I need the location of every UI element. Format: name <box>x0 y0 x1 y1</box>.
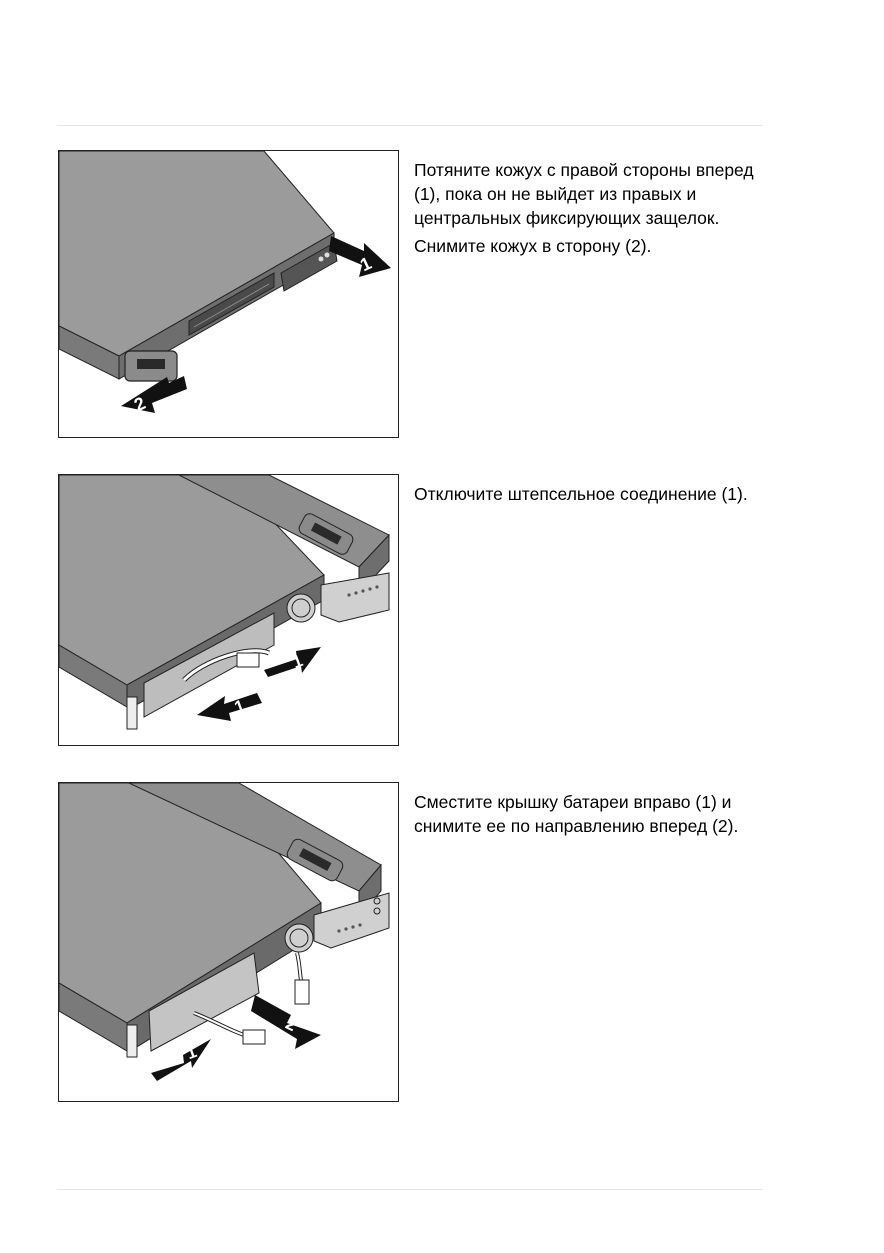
instruction-paragraph: Потяните кожух с правой стороны вперед (… <box>414 160 754 228</box>
step-2-instructions: Отключите штепсельное соединение (1). <box>414 482 774 506</box>
ups-connector-illustration <box>59 475 390 730</box>
ups-cover-illustration <box>59 151 391 413</box>
arrow-right <box>264 647 321 677</box>
arrow-right <box>151 1039 211 1081</box>
step-3-instructions: Сместите крышку батареи вправо (1) и сни… <box>414 790 774 838</box>
step-1-instructions: Потяните кожух с правой стороны вперед (… <box>414 158 774 258</box>
figure-disconnect-plug: 1 1 <box>58 474 399 746</box>
figure-remove-cover: 1 2 <box>58 150 399 438</box>
arrow-left <box>197 693 262 721</box>
ups-battery-cover-illustration <box>59 783 390 1081</box>
top-divider <box>57 125 763 126</box>
arrow-left <box>121 376 187 413</box>
arrow-right <box>329 236 391 277</box>
figure-remove-battery-cover: 1 2 <box>58 782 399 1102</box>
instruction-paragraph: Сместите крышку батареи вправо (1) и сни… <box>414 792 739 836</box>
arrow-forward <box>251 995 321 1049</box>
instruction-paragraph: Отключите штепсельное соединение (1). <box>414 484 748 504</box>
instruction-paragraph: Снимите кожух в сторону (2). <box>414 236 652 256</box>
bottom-divider <box>57 1189 763 1190</box>
